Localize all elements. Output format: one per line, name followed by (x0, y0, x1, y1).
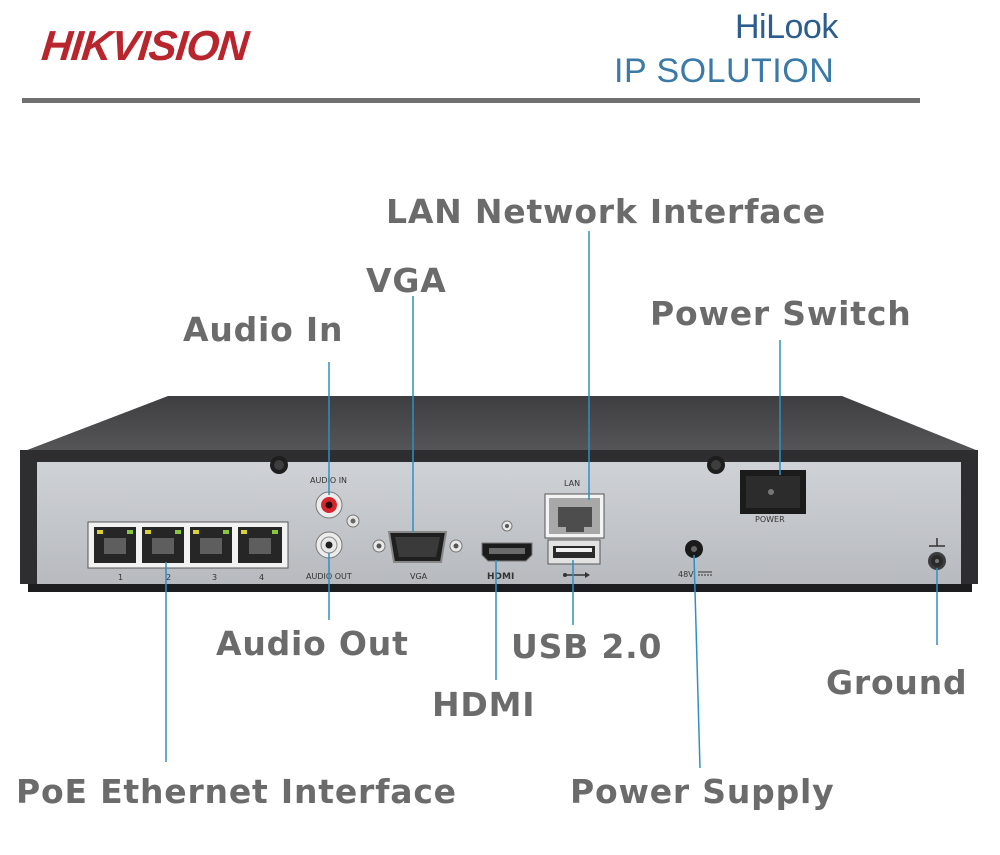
lan-label: LAN Network Interface (386, 192, 826, 231)
screw-right (707, 456, 725, 474)
power-panel-label: POWER (755, 515, 785, 524)
power-supply-label: Power Supply (570, 772, 835, 811)
port-2-label: 2 (166, 573, 171, 582)
ground-label: Ground (826, 663, 968, 702)
screw-left (270, 456, 288, 474)
hdmi-label: HDMI (432, 685, 536, 724)
dc-symbol-icon (698, 571, 712, 576)
ground-icon (929, 538, 945, 547)
port-3-label: 3 (212, 573, 217, 582)
usb-port (547, 539, 601, 565)
poe-port-1 (94, 527, 136, 563)
header-divider (22, 98, 920, 103)
audio-in-jack (315, 491, 343, 519)
usb-symbol-icon (563, 572, 590, 578)
hilook-logo: HiLook (735, 8, 838, 46)
vga-connector (372, 531, 463, 563)
poe-port-3 (190, 527, 232, 563)
audio-out-label: Audio Out (216, 624, 409, 663)
ground-terminal (928, 552, 946, 570)
lan-port (544, 493, 605, 539)
port-1-label: 1 (118, 573, 123, 582)
power-switch-label: Power Switch (650, 294, 912, 333)
poe-port-4 (238, 527, 282, 563)
audio-in-label: Audio In (183, 310, 344, 349)
audio-out-jack (315, 531, 343, 559)
poe-label: PoE Ethernet Interface (16, 772, 457, 811)
ip-solution-title: IP SOLUTION (614, 52, 835, 90)
lan-panel-label: LAN (564, 479, 580, 488)
port-4-label: 4 (259, 573, 264, 582)
power-switch (740, 470, 806, 514)
hdmi-port (481, 542, 533, 562)
leader-power-supply (693, 554, 701, 769)
vga-panel-label: VGA (410, 572, 428, 581)
hdmi-panel-label: HDMI (487, 572, 514, 582)
poe-ports (87, 521, 289, 569)
dc-panel-label: 48V (678, 570, 694, 579)
vga-label: VGA (366, 261, 447, 300)
hdmi-mount-screw (501, 520, 513, 532)
dc-power-jack (685, 540, 703, 558)
audio-mount-screw (346, 514, 360, 528)
usb-label: USB 2.0 (511, 627, 663, 666)
chassis-top (22, 396, 976, 452)
poe-port-2 (142, 527, 184, 563)
